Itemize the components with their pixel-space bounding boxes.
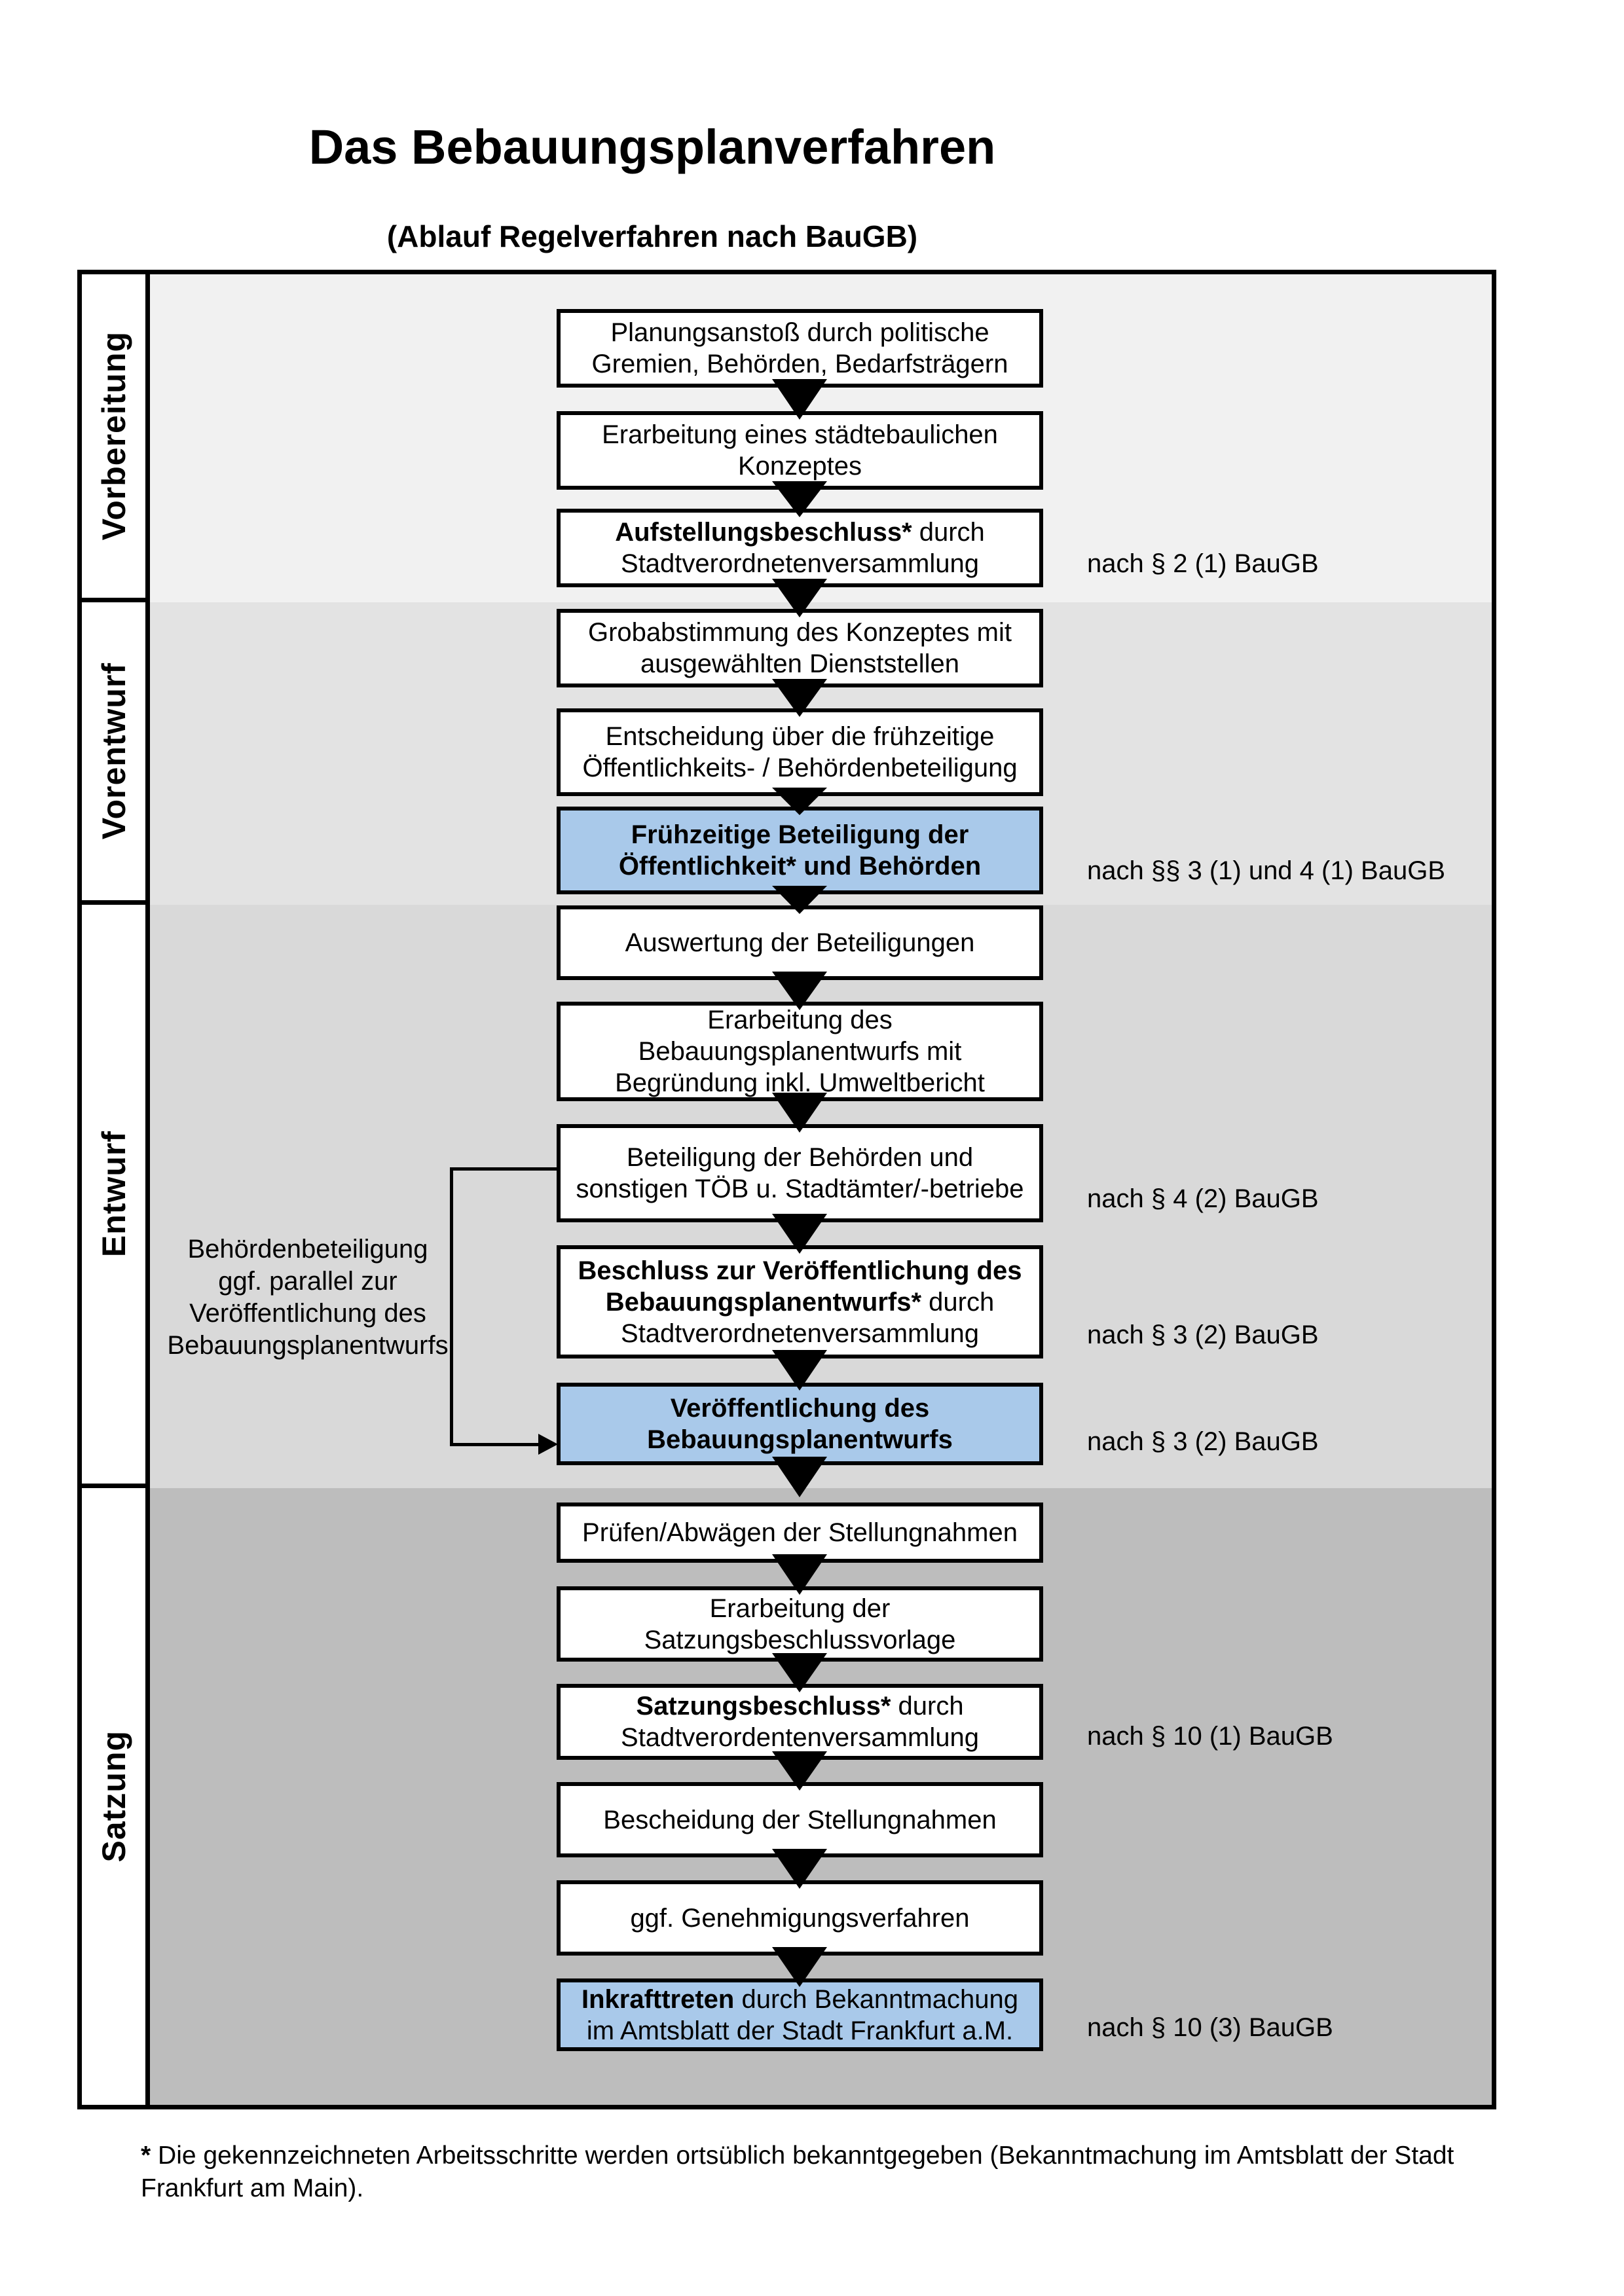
flow-arrow-down-icon	[772, 1214, 827, 1254]
page-subtitle: (Ablauf Regelverfahren nach BauGB)	[386, 219, 918, 253]
footnote-text: Die gekennzeichneten Arbeitsschritte wer…	[141, 2141, 1454, 2202]
process-box: Beteiligung der Behörden und sonstigen TÖ…	[557, 1124, 1043, 1222]
process-box-text-line: Planungsanstoß durch politische	[610, 318, 989, 347]
process-box-text-line: Veröffentlichung des	[670, 1394, 930, 1423]
process-box: Prüfen/Abwägen der Stellungnahmen	[557, 1503, 1043, 1563]
page-title: Das Bebauungsplanverfahren	[308, 120, 996, 174]
flow-arrow-down-icon	[772, 972, 827, 1010]
flow-arrow-down-icon	[772, 788, 827, 815]
process-box-text-line: Beschluss zur Veröffentlichung des	[578, 1256, 1022, 1285]
process-box-text-line: Öffentlichkeits- / Behördenbeteiligung	[582, 754, 1018, 782]
process-box-text-line: Gremien, Behörden, Bedarfsträgern	[591, 350, 1008, 378]
process-box-text-line: Beteiligung der Behörden und	[626, 1143, 974, 1172]
phase-cell-vorentwurf: Vorentwurf	[77, 598, 150, 905]
law-reference: nach § 3 (2) BauGB	[1087, 1321, 1319, 1349]
process-box-text-line: Prüfen/Abwägen der Stellungnahmen	[582, 1518, 1018, 1547]
process-box-text-line: Erarbeitung des	[707, 1006, 893, 1034]
process-box-text-line: Entscheidung über die frühzeitige	[605, 722, 995, 751]
phase-label: Vorbereitung	[95, 331, 132, 541]
phase-cell-vorbereitung: Vorbereitung	[77, 270, 150, 602]
law-reference: nach § 2 (1) BauGB	[1087, 549, 1319, 578]
process-box-text-line: Frühzeitige Beteiligung der	[631, 820, 969, 849]
phase-cell-entwurf: Entwurf	[77, 900, 150, 1488]
flow-arrow-down-icon	[772, 679, 827, 717]
process-box-text-line: ggf. Genehmigungsverfahren	[630, 1903, 970, 1933]
phase-cell-satzung: Satzung	[77, 1484, 150, 2109]
flow-arrow-down-icon	[772, 886, 827, 914]
footnote-asterisk: *	[141, 2141, 151, 2170]
process-box-text-line: Bescheidung der Stellungnahmen	[603, 1805, 997, 1834]
parallel-connector-bottom-segment	[450, 1443, 538, 1446]
flow-arrow-down-icon	[772, 1653, 827, 1692]
process-box-text-line: ausgewählten Dienststellen	[640, 649, 959, 678]
phase-label: Vorentwurf	[95, 663, 132, 840]
process-box: ggf. Genehmigungsverfahren	[557, 1880, 1043, 1956]
flow-arrow-down-icon	[772, 1350, 827, 1391]
parallel-procedure-note-line: ggf. parallel zur	[218, 1267, 397, 1296]
flow-arrow-down-icon	[772, 379, 827, 420]
parallel-connector-arrowhead-icon	[538, 1434, 558, 1455]
law-reference: nach § 10 (3) BauGB	[1087, 2013, 1333, 2042]
flow-arrow-down-icon	[772, 1093, 827, 1133]
parallel-connector-top-segment	[450, 1167, 557, 1171]
flow-arrow-down-icon	[772, 579, 827, 617]
law-reference: nach § 10 (1) BauGB	[1087, 1722, 1333, 1751]
process-box-text-line: Inkrafttreten durch Bekanntmachung	[581, 1984, 1018, 2014]
process-box-text-line: Erarbeitung eines städtebaulichen	[602, 420, 998, 449]
flow-arrow-down-icon	[772, 1849, 827, 1889]
process-box-text-line: Bebauungsplanentwurfs* durch	[605, 1287, 995, 1317]
process-box-text-line: Satzungsbeschlussvorlage	[644, 1625, 956, 1654]
flow-arrow-down-icon	[772, 1751, 827, 1791]
process-box-text-line: Satzungsbeschluss* durch	[636, 1692, 964, 1721]
process-box-text-line: sonstigen TÖB u. Stadtämter/-betriebe	[576, 1175, 1024, 1203]
flow-arrow-down-icon	[772, 1457, 827, 1497]
process-box-text-line: Stadtverordnetenversammlung	[621, 549, 979, 578]
process-box-text-line: Begründung inkl. Umweltbericht	[615, 1068, 985, 1097]
parallel-procedure-note-line: Veröffentlichung des	[189, 1299, 426, 1328]
process-box-text-line: Grobabstimmung des Konzeptes mit	[588, 618, 1012, 647]
law-reference: nach §§ 3 (1) und 4 (1) BauGB	[1087, 856, 1445, 885]
flow-arrow-down-icon	[772, 1554, 827, 1595]
phase-label: Entwurf	[95, 1131, 132, 1258]
process-box-text-line: Öffentlichkeit* und Behörden	[618, 852, 982, 881]
parallel-procedure-note-line: Behördenbeteiligung	[187, 1235, 428, 1264]
process-box-text-line: im Amtsblatt der Stadt Frankfurt a.M.	[586, 2016, 1014, 2045]
process-box-text-line: Konzeptes	[737, 452, 862, 481]
flow-arrow-down-icon	[772, 1947, 827, 1987]
process-box-text-line: Auswertung der Beteiligungen	[625, 928, 975, 957]
process-box-text-line: Bebauungsplanentwurfs	[647, 1425, 953, 1454]
process-box-text-line: Erarbeitung der	[709, 1594, 891, 1623]
footnote: * Die gekennzeichneten Arbeitsschritte w…	[141, 2140, 1477, 2205]
phase-label: Satzung	[95, 1730, 132, 1863]
process-box-text-line: Stadtverordnetenversammlung	[621, 1319, 979, 1348]
process-box: Auswertung der Beteiligungen	[557, 905, 1043, 980]
law-reference: nach § 4 (2) BauGB	[1087, 1184, 1319, 1213]
process-box-text-line: Aufstellungsbeschluss* durch	[615, 518, 985, 547]
parallel-connector-vertical-segment	[450, 1167, 453, 1446]
law-reference: nach § 3 (2) BauGB	[1087, 1427, 1319, 1456]
process-box: Bescheidung der Stellungnahmen	[557, 1782, 1043, 1857]
process-box-text-line: Stadtverordentenversammlung	[621, 1723, 979, 1752]
process-box-text-line: Bebauungsplanentwurfs mit	[638, 1037, 962, 1066]
parallel-procedure-note-line: Bebauungsplanentwurfs	[167, 1331, 449, 1360]
flow-arrow-down-icon	[772, 481, 827, 517]
